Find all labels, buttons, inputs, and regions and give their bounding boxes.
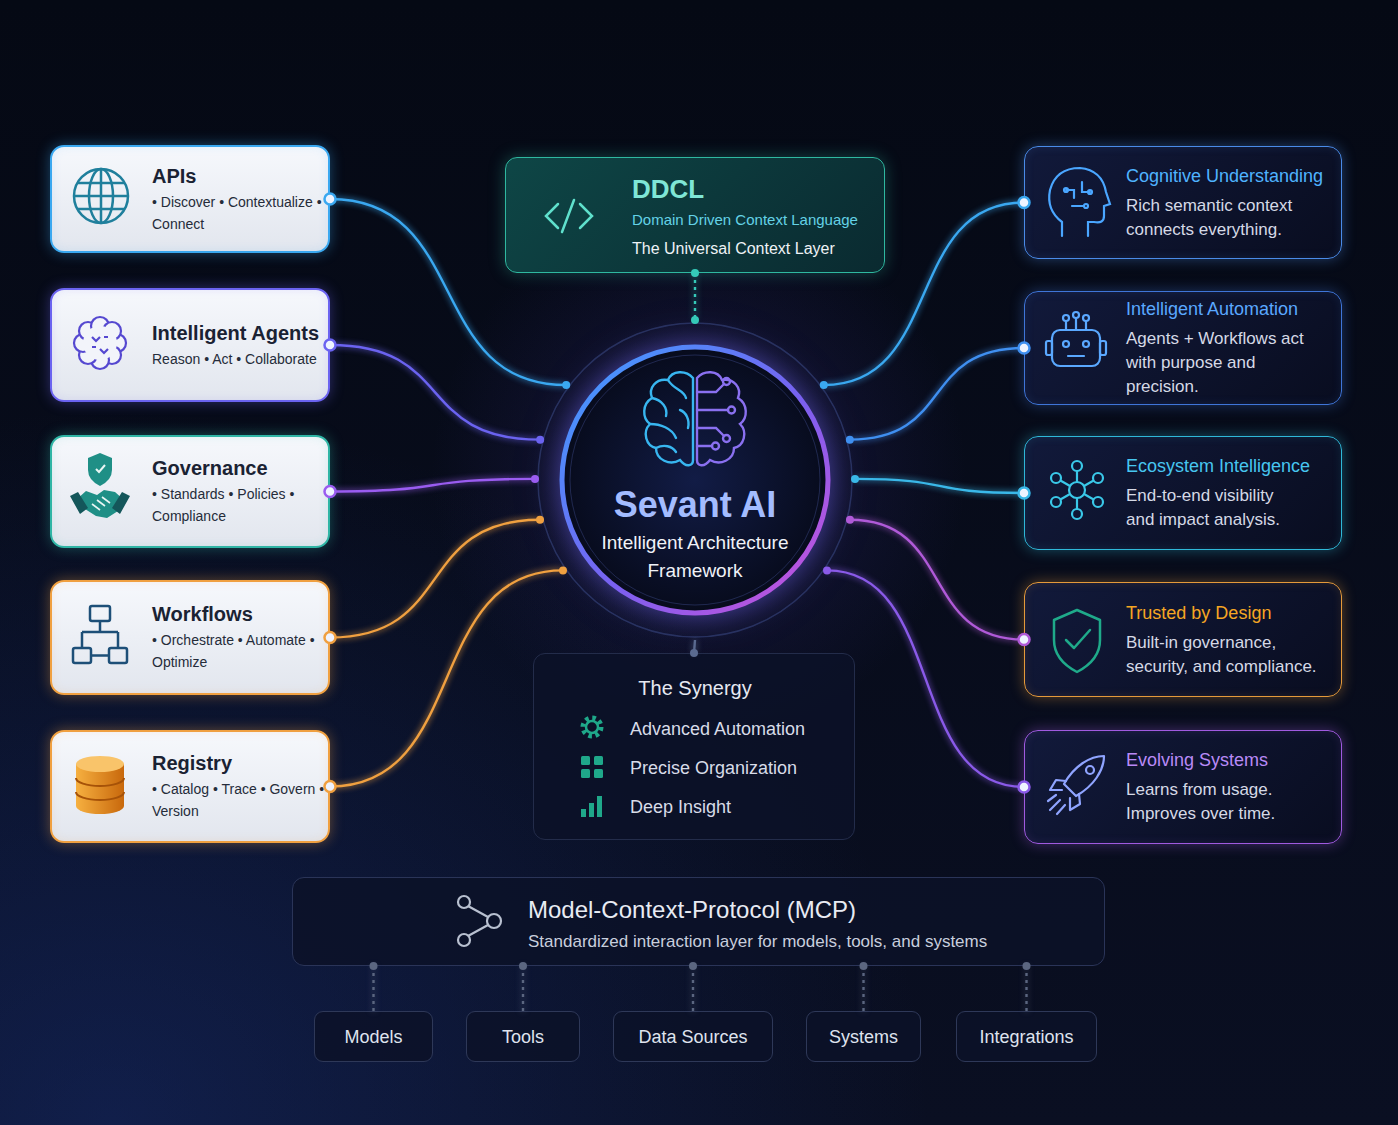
node-text: • Standards • Policies • Compliance	[152, 483, 328, 527]
node-title: Ecosystem Intelligence	[1126, 454, 1341, 478]
node-text: Domain Driven Context Language	[632, 209, 884, 231]
connector-dot	[562, 381, 570, 389]
outer-ring	[538, 323, 852, 637]
connector-line	[1025, 966, 1027, 1011]
endpoint-box: Tools	[466, 1011, 580, 1062]
connector-line	[850, 348, 1024, 440]
node-text: Built-in governance, security, and compl…	[1126, 631, 1326, 679]
node-title: Trusted by Design	[1126, 601, 1341, 625]
node-text: • Orchestrate • Automate • Optimize	[152, 629, 328, 673]
node-title: Systems	[829, 1025, 898, 1049]
connector-line	[372, 966, 374, 1011]
capability-box: Workflows • Orchestrate • Automate • Opti…	[50, 580, 330, 695]
node-text: Advanced Automation	[630, 716, 854, 742]
endpoint-box: Integrations	[956, 1011, 1097, 1062]
node-title: Registry	[152, 751, 328, 775]
node-text: • Catalog • Trace • Govern • Version	[152, 778, 328, 822]
connector-line	[522, 966, 524, 1011]
endpoint-box: Systems	[806, 1011, 921, 1062]
node-title: Tools	[502, 1025, 544, 1049]
node-title: Governance	[152, 456, 328, 480]
node-title: Intelligent Automation	[1126, 297, 1341, 321]
node-title: Workflows	[152, 602, 328, 626]
node-title: Intelligent Agents	[152, 321, 328, 345]
connector-line	[330, 345, 540, 440]
endpoint-box: Models	[314, 1011, 433, 1062]
node-title: Evolving Systems	[1126, 748, 1341, 772]
node-text: Agents + Workflows act with purpose and …	[1126, 327, 1326, 399]
node-title: Model-Context-Protocol (MCP)	[528, 895, 1104, 925]
node-text: Intelligent Architecture Framework	[587, 529, 803, 585]
endpoint-box: Data Sources	[613, 1011, 773, 1062]
connector-line	[330, 520, 540, 638]
node-title: DDCL	[632, 173, 884, 205]
outcome-box: Intelligent AutomationAgents + Workflows…	[1024, 291, 1342, 405]
connector-line	[694, 640, 695, 653]
capability-box: Registry • Catalog • Trace • Govern • Ver…	[50, 730, 330, 843]
outcome-box: Evolving SystemsLearns from usage. Impro…	[1024, 730, 1342, 844]
node-title: Cognitive Understanding	[1126, 164, 1341, 188]
connector-line	[694, 273, 696, 320]
hub-circle: Sevant AIIntelligent Architecture Framew…	[535, 320, 855, 640]
inner-ring	[570, 355, 820, 605]
node-text: The Universal Context Layer	[632, 238, 884, 260]
connector-line	[850, 520, 1024, 640]
node-text: Learns from usage. Improves over time.	[1126, 778, 1326, 826]
connector-line	[855, 479, 1024, 493]
synergy-box: The SynergyAdvanced AutomationPrecise Or…	[533, 653, 855, 840]
outcome-box: Ecosystem IntelligenceEnd-to-end visibil…	[1024, 436, 1342, 550]
node-text: Deep Insight	[630, 794, 854, 820]
context-layer-box: DDCL Domain Driven Context LanguageThe Un…	[505, 157, 885, 273]
node-text: • Discover • Contextualize • Connect	[152, 191, 328, 235]
connector-dot	[820, 381, 828, 389]
node-title: The Synergy	[534, 675, 856, 701]
protocol-band: Model-Context-Protocol (MCP) Standardized…	[292, 877, 1105, 966]
outcome-box: Cognitive UnderstandingRich semantic con…	[1024, 146, 1342, 259]
connector-line	[330, 570, 563, 786]
node-text: Reason • Act • Collaborate	[152, 348, 328, 370]
node-title: Data Sources	[638, 1025, 747, 1049]
hub-ring	[535, 320, 855, 640]
connector-line	[862, 966, 864, 1011]
connector-line	[827, 570, 1024, 787]
capability-box: Intelligent AgentsReason • Act • Collabo…	[50, 288, 330, 402]
node-text: End-to-end visibility and impact analysi…	[1126, 484, 1291, 532]
connector-line	[330, 479, 535, 492]
connector-line	[692, 966, 694, 1011]
outcome-box: Trusted by DesignBuilt-in governance, se…	[1024, 582, 1342, 697]
node-text: Rich semantic context connects everythin…	[1126, 194, 1326, 242]
node-title: Models	[344, 1025, 402, 1049]
capability-box: Governance • Standards • Policies • Compl…	[50, 435, 330, 548]
node-title: Integrations	[979, 1025, 1073, 1049]
node-title: APIs	[152, 164, 328, 188]
node-title: Sevant AI	[587, 483, 803, 527]
node-text: Precise Organization	[630, 755, 854, 781]
main-ring	[562, 347, 828, 613]
capability-box: APIs • Discover • Contextualize • Connect	[50, 145, 330, 253]
node-text: Standardized interaction layer for model…	[528, 931, 1104, 953]
